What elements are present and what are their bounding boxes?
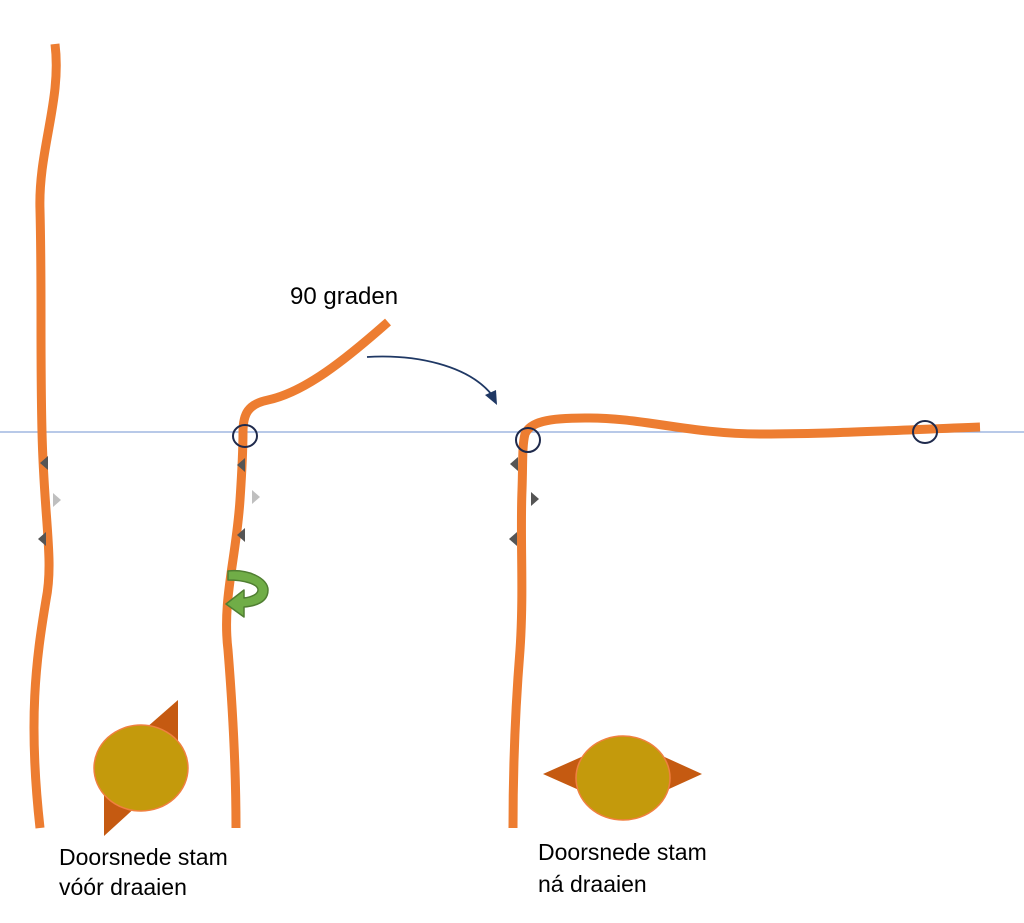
bud-marker: [531, 492, 539, 506]
bend-node-ring: [515, 427, 541, 453]
caption-after-line1: Doorsnede stam: [538, 839, 707, 865]
angle-label: 90 graden: [290, 283, 398, 310]
horizontal-bent-stem: [508, 413, 981, 829]
bud-marker: [53, 493, 61, 507]
tip-node-ring: [912, 420, 938, 444]
bud-marker: [38, 532, 46, 546]
transition-arrow: [366, 355, 497, 405]
caption-before-line2: vóór draaien: [59, 874, 187, 900]
bud-marker: [509, 532, 517, 546]
caption-before-line1: Doorsnede stam: [59, 844, 228, 870]
bud-marker: [40, 456, 48, 470]
bud-marker: [237, 458, 245, 472]
bud-marker: [252, 490, 260, 504]
upright-stem: [29, 43, 61, 829]
cross-section-after: [543, 735, 702, 821]
twist-arrow-icon: [225, 570, 269, 618]
bud-marker: [237, 528, 245, 542]
bud-marker: [510, 457, 518, 471]
cross-section-before: [93, 700, 189, 836]
bend-node-ring: [232, 424, 258, 448]
angled-stem: [222, 318, 391, 829]
caption-after-line2: ná draaien: [538, 871, 647, 897]
